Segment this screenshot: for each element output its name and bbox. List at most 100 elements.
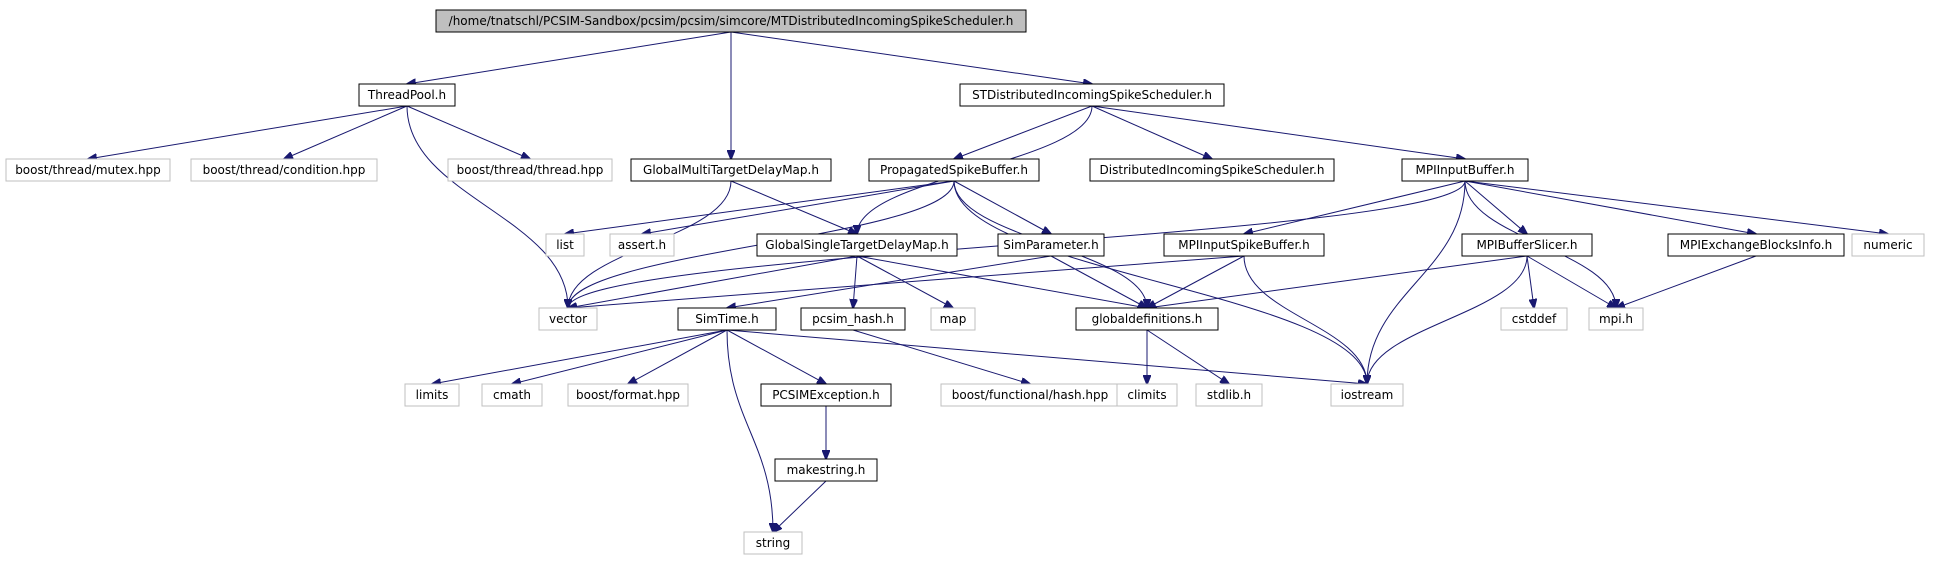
node-box-stdiss: [959, 83, 1225, 107]
node-label-list: list: [556, 238, 574, 252]
edge-simtime-to-string: [726, 329, 773, 532]
node-label-map: map: [940, 312, 967, 326]
node-mpiib[interactable]: MPIInputBuffer.h: [1401, 158, 1529, 182]
node-label-bthread: boost/thread/thread.hpp: [457, 163, 604, 177]
node-label-iostream: iostream: [1341, 388, 1394, 402]
node-box-vector: [538, 307, 598, 331]
edge-simtime-to-iostream: [726, 329, 1367, 384]
edge-threadpool-to-vector: [406, 105, 568, 308]
edge-mpisb-to-iostream: [1243, 255, 1367, 384]
edge-threadpool-to-bmutex: [88, 105, 408, 159]
node-box-climits: [1116, 383, 1178, 407]
node-label-diss: DistributedIncomingSpikeScheduler.h: [1100, 163, 1325, 177]
node-box-list: [545, 233, 585, 257]
node-numeric: numeric: [1851, 233, 1925, 257]
node-label-stdlib: stdlib.h: [1207, 388, 1251, 402]
node-gstdm[interactable]: GlobalSingleTargetDelayMap.h: [756, 233, 958, 257]
edge-makestring-to-string: [773, 480, 827, 532]
node-climits: climits: [1116, 383, 1178, 407]
node-root[interactable]: /home/tnatschl/PCSIM-Sandbox/pcsim/pcsim…: [435, 9, 1027, 33]
node-label-mpisb: MPIInputSpikeBuffer.h: [1178, 238, 1309, 252]
node-box-bformat: [567, 383, 689, 407]
node-box-mpisb: [1163, 233, 1325, 257]
node-layer: /home/tnatschl/PCSIM-Sandbox/pcsim/pcsim…: [5, 9, 1925, 555]
node-threadpool[interactable]: ThreadPool.h: [358, 83, 456, 107]
node-box-bmutex: [5, 158, 171, 182]
edge-root-to-threadpool: [407, 31, 732, 84]
node-box-limits: [404, 383, 460, 407]
node-box-cstddef: [1500, 307, 1568, 331]
edge-mpiib-to-numeric: [1464, 180, 1888, 234]
edge-psb-to-iostream: [953, 180, 1367, 384]
node-box-threadpool: [358, 83, 456, 107]
node-label-root: /home/tnatschl/PCSIM-Sandbox/pcsim/pcsim…: [449, 14, 1014, 28]
edge-gstdm-to-globaldefs: [856, 255, 1147, 308]
node-label-psb: PropagatedSpikeBuffer.h: [880, 163, 1028, 177]
node-label-cmath: cmath: [493, 388, 531, 402]
node-list: list: [545, 233, 585, 257]
edge-mpiib-to-iostream: [1367, 180, 1466, 384]
edge-simparam-to-globaldefs: [1050, 255, 1147, 308]
node-label-bhash: boost/functional/hash.hpp: [952, 388, 1109, 402]
edge-pcsimhash-to-bhash: [852, 329, 1030, 384]
edge-mpiib-to-mpibs: [1464, 180, 1527, 234]
node-stdiss[interactable]: STDistributedIncomingSpikeScheduler.h: [959, 83, 1225, 107]
node-bformat: boost/format.hpp: [567, 383, 689, 407]
node-label-numeric: numeric: [1863, 238, 1912, 252]
node-box-numeric: [1851, 233, 1925, 257]
edge-globaldefs-to-stdlib: [1146, 329, 1229, 384]
node-makestring[interactable]: makestring.h: [774, 458, 878, 482]
node-stdlib: stdlib.h: [1195, 383, 1263, 407]
node-box-stdlib: [1195, 383, 1263, 407]
node-mpisb[interactable]: MPIInputSpikeBuffer.h: [1163, 233, 1325, 257]
edge-mpibs-to-cstddef: [1526, 255, 1534, 308]
node-globaldefs[interactable]: globaldefinitions.h: [1075, 307, 1219, 331]
edge-stdiss-to-mpiib: [1091, 105, 1465, 159]
node-string: string: [743, 531, 803, 555]
node-diss[interactable]: DistributedIncomingSpikeScheduler.h: [1089, 158, 1335, 182]
edge-simtime-to-pcsimexc: [726, 329, 826, 384]
node-box-diss: [1089, 158, 1335, 182]
node-label-bformat: boost/format.hpp: [576, 388, 680, 402]
node-box-mpiib: [1401, 158, 1529, 182]
edge-simtime-to-cmath: [512, 329, 728, 384]
node-box-gmtdm: [630, 158, 832, 182]
node-psb[interactable]: PropagatedSpikeBuffer.h: [868, 158, 1040, 182]
node-pcsimexc[interactable]: PCSIMException.h: [760, 383, 892, 407]
node-box-bcond: [190, 158, 378, 182]
node-box-simtime: [677, 307, 777, 331]
node-box-mpiebi: [1667, 233, 1845, 257]
node-pcsimhash[interactable]: pcsim_hash.h: [800, 307, 906, 331]
node-map: map: [930, 307, 976, 331]
node-label-assert: assert.h: [618, 238, 666, 252]
edge-simtime-to-limits: [432, 329, 728, 384]
node-label-mpiebi: MPIExchangeBlocksInfo.h: [1680, 238, 1832, 252]
node-box-gstdm: [756, 233, 958, 257]
node-box-bthread: [447, 158, 613, 182]
node-simparam[interactable]: SimParameter.h: [997, 233, 1105, 257]
node-box-cmath: [481, 383, 543, 407]
node-label-gstdm: GlobalSingleTargetDelayMap.h: [765, 238, 948, 252]
node-label-gmtdm: GlobalMultiTargetDelayMap.h: [643, 163, 819, 177]
node-label-vector: vector: [549, 312, 587, 326]
edge-mpisb-to-vector: [568, 255, 1245, 308]
edge-stdiss-to-psb: [954, 105, 1093, 159]
node-label-string: string: [756, 536, 790, 550]
edge-root-to-stdiss: [730, 31, 1092, 84]
node-label-simtime: SimTime.h: [695, 312, 758, 326]
node-vector: vector: [538, 307, 598, 331]
edge-psb-to-simparam: [953, 180, 1051, 234]
edge-simtime-to-bformat: [628, 329, 728, 384]
node-mpiebi[interactable]: MPIExchangeBlocksInfo.h: [1667, 233, 1845, 257]
node-simtime[interactable]: SimTime.h: [677, 307, 777, 331]
node-iostream: iostream: [1330, 383, 1404, 407]
node-gmtdm[interactable]: GlobalMultiTargetDelayMap.h: [630, 158, 832, 182]
node-box-pcsimexc: [760, 383, 892, 407]
edge-gstdm-to-vector: [568, 255, 858, 308]
node-mpibs[interactable]: MPIBufferSlicer.h: [1461, 233, 1593, 257]
edge-threadpool-to-bthread: [406, 105, 530, 159]
node-label-pcsimexc: PCSIMException.h: [772, 388, 880, 402]
node-box-mpibs: [1461, 233, 1593, 257]
node-box-string: [743, 531, 803, 555]
